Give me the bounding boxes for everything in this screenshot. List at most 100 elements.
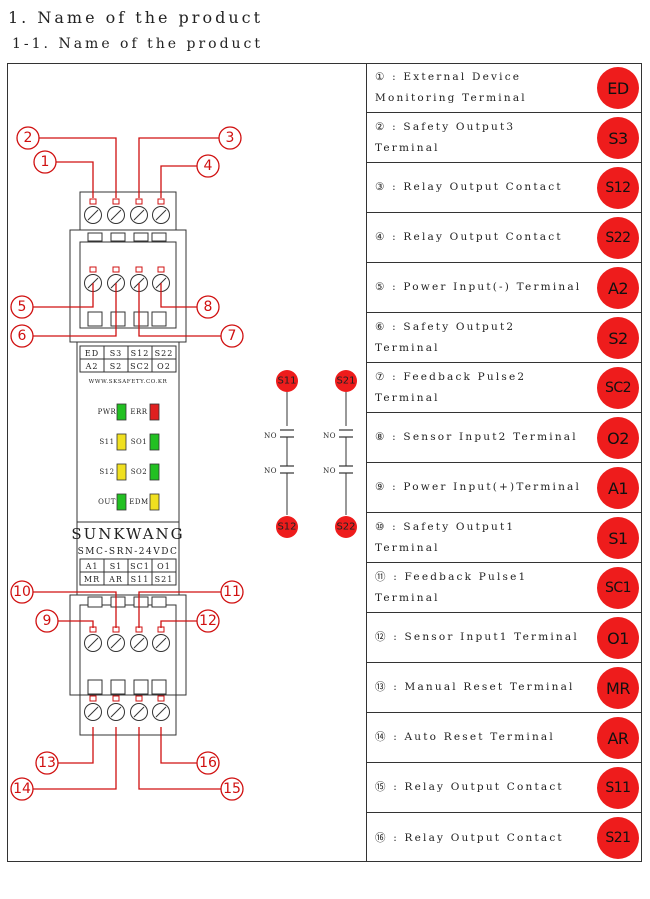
screw-slot <box>87 637 99 649</box>
callout-circle <box>220 324 244 348</box>
contact-top-badge <box>276 370 298 392</box>
callout-circle <box>196 751 220 775</box>
housing-notch <box>151 679 167 695</box>
terminal-label: AR <box>108 575 123 584</box>
callout-circle <box>196 154 220 178</box>
terminal-badge: S11 <box>597 767 639 809</box>
terminal-description: ① : External Device Monitoring Terminal <box>375 70 527 104</box>
screw-slot <box>155 209 167 221</box>
terminal-label: O2 <box>157 362 171 371</box>
terminal-label: S12 <box>131 349 150 358</box>
terminal-badge: A2 <box>597 267 639 309</box>
led-indicator <box>149 463 160 481</box>
callout-circle <box>218 126 242 150</box>
terminal-label: O1 <box>157 562 171 571</box>
callout-circle <box>35 609 59 633</box>
callout-number: 8 <box>204 299 213 315</box>
label-cell <box>151 358 177 373</box>
terminal-label: S11 <box>131 575 150 584</box>
terminal-description: ⑫ : Sensor Input1 Terminal <box>375 631 579 643</box>
terminal-description: ⑯ : Relay Output Contact <box>375 831 564 844</box>
led-indicator <box>149 433 160 451</box>
terminal-badge: S3 <box>597 117 639 159</box>
terminal-pin <box>112 198 120 205</box>
terminal-label: ED <box>85 349 99 358</box>
housing-notch <box>87 596 103 608</box>
model-number: SMC-SRN-24VDC <box>78 547 179 557</box>
terminal-description: ⑭ : Auto Reset Terminal <box>375 731 555 743</box>
terminal-pin <box>89 198 97 205</box>
led-indicator <box>116 463 127 481</box>
no-label: NO <box>323 467 336 475</box>
terminal-pin <box>89 695 97 702</box>
housing-notch <box>110 311 126 327</box>
callout-number: 3 <box>226 130 235 146</box>
terminal-badge: AR <box>597 717 639 759</box>
housing-notch <box>87 232 103 242</box>
callout-circle <box>33 150 57 174</box>
callout-number: 16 <box>199 755 217 771</box>
screw-slot <box>87 209 99 221</box>
terminal-description: ⑨ : Power Input(+)Terminal <box>375 481 582 493</box>
terminal-row: ② : Safety Output3 Terminal S3 <box>367 113 642 163</box>
screw-slot <box>133 637 145 649</box>
screw-slot <box>110 706 122 718</box>
led-label: PWR <box>98 408 117 416</box>
contact-bottom-label: S22 <box>336 522 355 533</box>
led-label: ERR <box>130 408 147 416</box>
callout-number: 2 <box>24 130 33 146</box>
housing-notch <box>87 311 103 327</box>
callout-line <box>56 161 94 198</box>
website-text: WWW.SKSAFETY.CO.KR <box>89 379 168 385</box>
callout-number: 5 <box>18 299 27 315</box>
led-label: SO2 <box>131 468 148 476</box>
terminal-pin <box>157 266 165 273</box>
contact-top-label: S11 <box>277 376 296 387</box>
terminal-badge: S2 <box>597 317 639 359</box>
terminal-label: S21 <box>155 575 174 584</box>
callout-number: 10 <box>13 584 31 600</box>
terminal-badge: S21 <box>597 817 639 859</box>
terminal-label: SC1 <box>130 562 150 571</box>
front-panel <box>76 341 180 596</box>
terminal-label: S22 <box>155 349 174 358</box>
callout-line <box>33 591 117 628</box>
callout-line <box>58 620 94 628</box>
housing-notch <box>110 679 126 695</box>
callout-number: 7 <box>228 328 237 344</box>
callout-line <box>160 620 197 628</box>
terminal-pin <box>135 198 143 205</box>
callout-circle <box>196 295 220 319</box>
terminal-badge: O2 <box>597 417 639 459</box>
callout-line <box>138 727 221 790</box>
terminal-badge: SC2 <box>597 367 639 409</box>
callout-line <box>39 137 117 198</box>
terminal-label: MR <box>84 575 100 584</box>
callout-number: 14 <box>13 781 31 797</box>
contact-top-badge <box>335 370 357 392</box>
callout-circle <box>220 580 244 604</box>
callout-circle <box>16 126 40 150</box>
contact-bottom-badge <box>335 516 357 538</box>
callout-circle <box>196 609 220 633</box>
screw-slot <box>87 706 99 718</box>
terminal-pin <box>135 266 143 273</box>
screw-slot <box>110 637 122 649</box>
housing-notch <box>133 679 149 695</box>
section-title: 1-1. Name of the product <box>12 36 264 52</box>
terminal-description: ⑤ : Power Input(-) Terminal <box>375 281 582 293</box>
terminal-pin <box>157 198 165 205</box>
callout-number: 15 <box>223 781 241 797</box>
led-indicator <box>149 403 160 421</box>
terminal-description: ② : Safety Output3 Terminal <box>375 120 516 154</box>
